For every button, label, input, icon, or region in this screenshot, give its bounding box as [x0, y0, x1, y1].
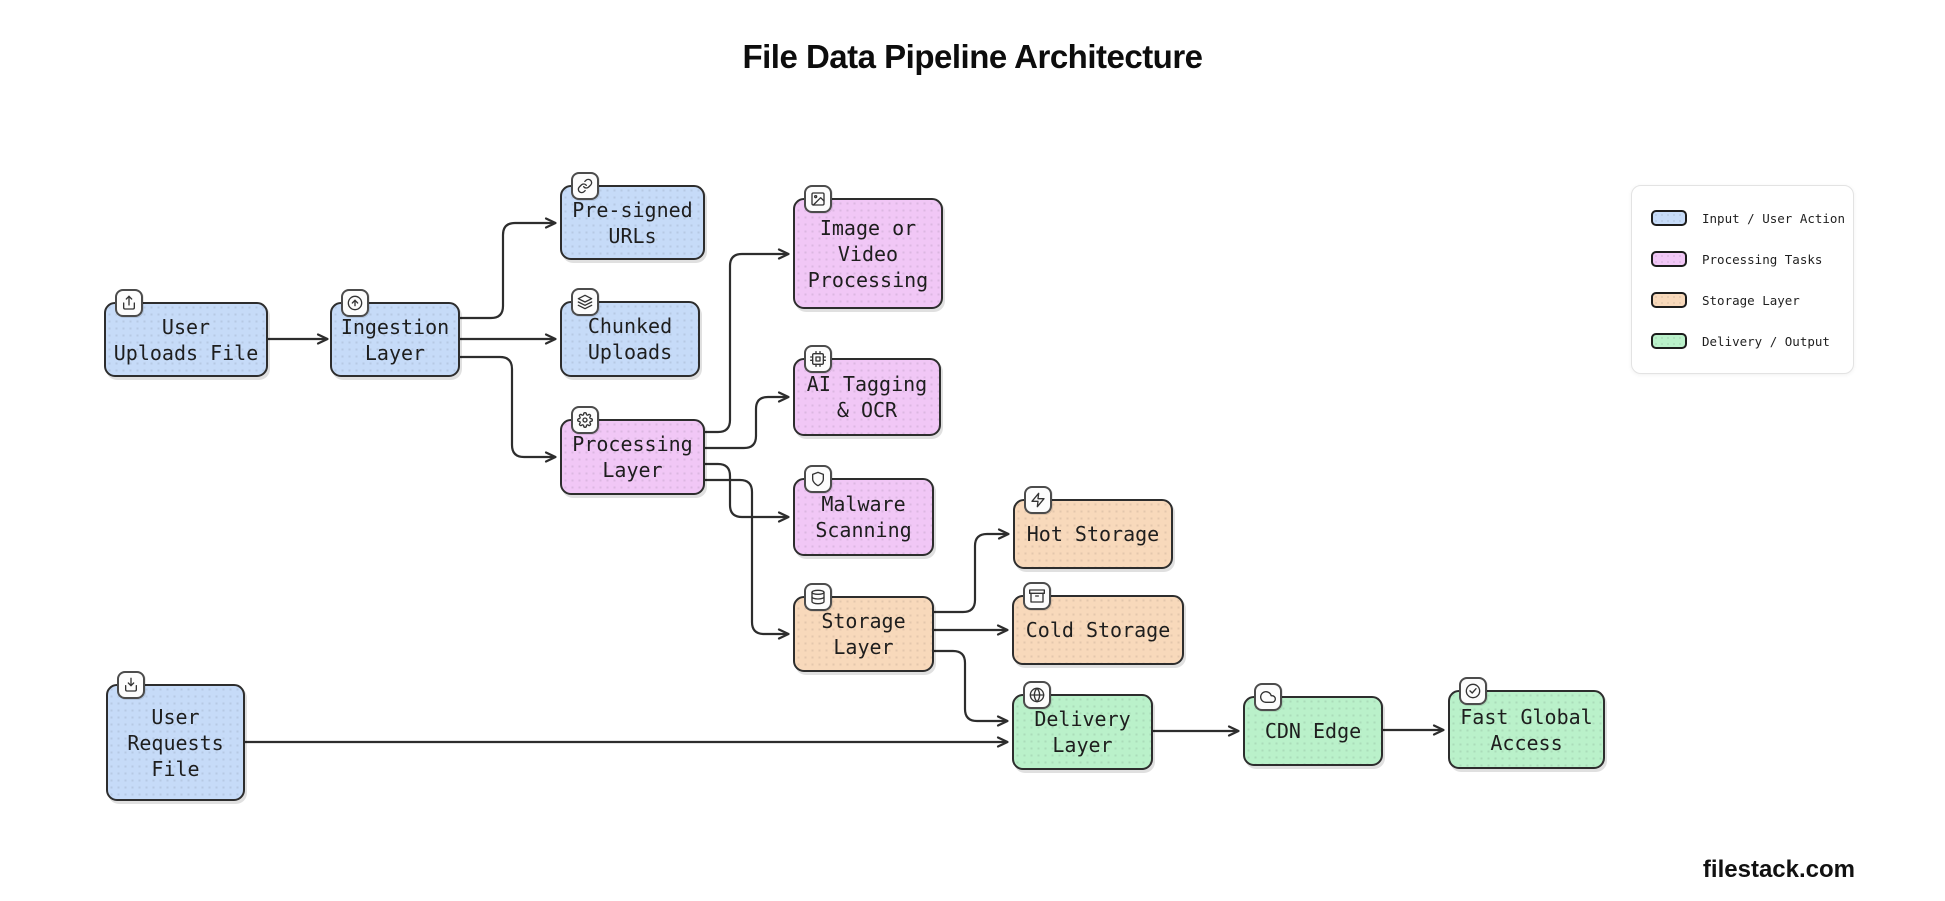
node-cold-storage: Cold Storage: [1012, 582, 1184, 665]
link-icon: [571, 172, 599, 200]
legend-swatch-storage: [1651, 292, 1687, 308]
zap-icon: [1024, 486, 1052, 514]
image-icon: [804, 185, 832, 213]
edge-processing-layer-to-ai-tagging-ocr: [703, 391, 790, 450]
node-label: CDN Edge: [1264, 719, 1362, 743]
legend-swatch-delivery: [1651, 333, 1687, 349]
legend-label: Delivery / Output: [1702, 333, 1830, 349]
cpu-icon: [804, 345, 832, 373]
legend-item-input: Input / User Action: [1651, 210, 1853, 226]
layers-icon: [571, 288, 599, 316]
check-circle-icon: [1459, 677, 1487, 705]
edge-storage-layer-to-delivery-layer: [932, 649, 1009, 727]
cloud-icon: [1254, 683, 1282, 711]
download-icon: [117, 671, 145, 699]
upload-icon: [115, 289, 143, 317]
globe-icon: [1023, 681, 1051, 709]
arrow-up-circle-icon: [341, 289, 369, 317]
database-icon: [804, 583, 832, 611]
legend-label: Input / User Action: [1702, 210, 1845, 226]
gear-icon: [571, 406, 599, 434]
legend-swatch-processing: [1651, 251, 1687, 267]
node-label: Cold Storage: [1025, 618, 1171, 642]
node-cdn-edge: CDN Edge: [1243, 683, 1383, 766]
edge-ingestion-layer-to-processing-layer: [458, 355, 557, 463]
node-label: AI Tagging& OCR: [806, 372, 928, 422]
edge-processing-layer-to-malware-scanning: [703, 462, 790, 523]
footer-brand: filestack.com: [1702, 856, 1855, 883]
legend-item-storage: Storage Layer: [1651, 292, 1853, 308]
edge-processing-layer-to-storage-layer: [703, 478, 790, 640]
legend-label: Storage Layer: [1702, 292, 1800, 308]
edge-processing-layer-to-image-or-video-processing: [703, 248, 790, 434]
legend-swatch-input: [1651, 210, 1687, 226]
legend-item-processing: Processing Tasks: [1651, 251, 1853, 267]
shield-icon: [804, 465, 832, 493]
legend-label: Processing Tasks: [1702, 251, 1823, 267]
node-ai-tagging-ocr: AI Tagging& OCR: [793, 345, 941, 436]
edge-ingestion-layer-to-pre-signed-urls: [458, 217, 557, 320]
legend-item-delivery: Delivery / Output: [1651, 333, 1853, 349]
edge-storage-layer-to-hot-storage: [932, 528, 1010, 614]
node-label: Hot Storage: [1026, 522, 1160, 546]
node-hot-storage: Hot Storage: [1013, 486, 1173, 569]
diagram-title: File Data Pipeline Architecture: [742, 38, 1203, 75]
archive-icon: [1023, 582, 1051, 610]
